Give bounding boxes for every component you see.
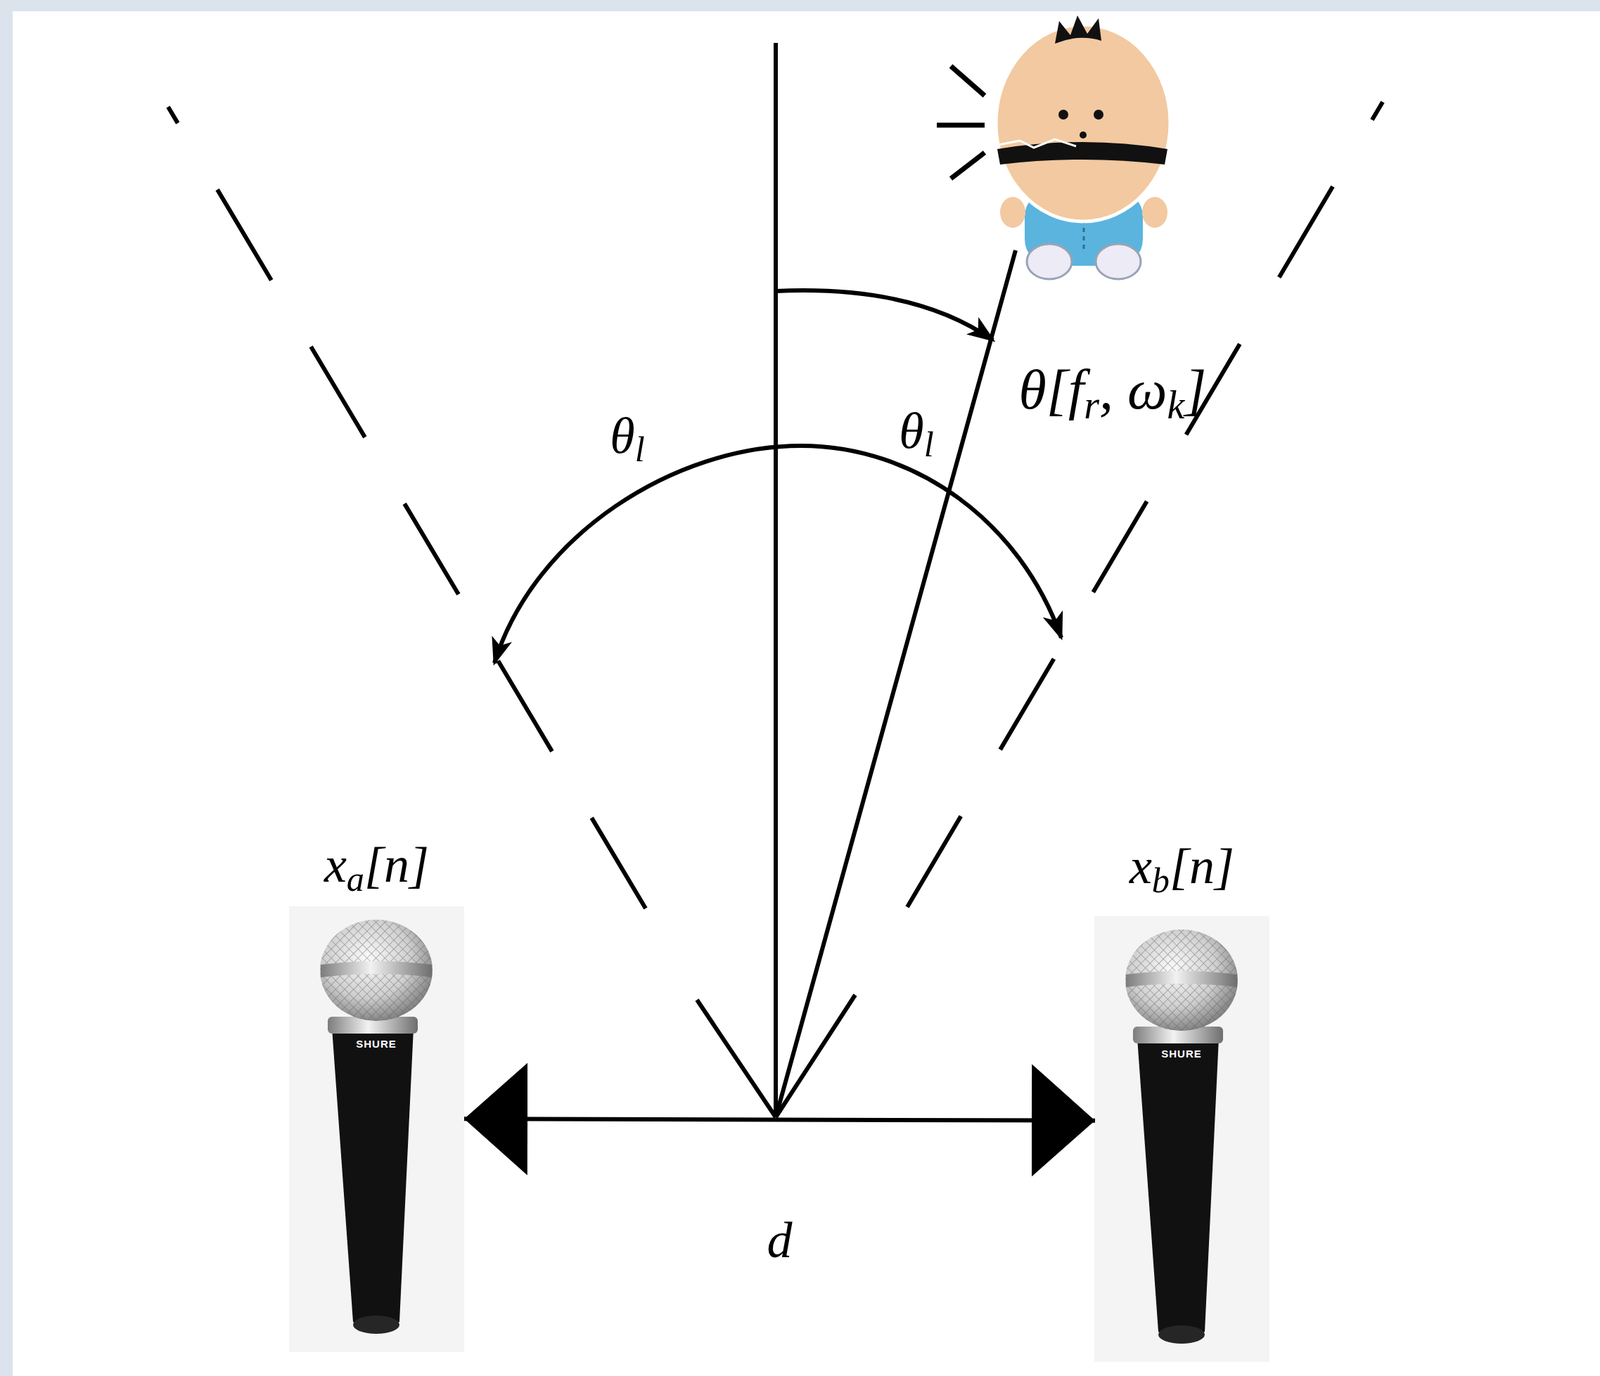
- angle-label: θl: [898, 405, 934, 463]
- brand-logo: SHURE: [1161, 1048, 1202, 1060]
- distance-label: d: [767, 1215, 793, 1266]
- baby-nose: [1079, 131, 1087, 139]
- baby-hand: [1000, 196, 1026, 228]
- source-direction: [775, 250, 1016, 1118]
- beam-limit-dashed: [907, 101, 1383, 908]
- beam-limit-dashed: [168, 106, 646, 909]
- spacing-arrow: [464, 1118, 1096, 1121]
- baby-foot: [1026, 244, 1072, 280]
- microphone: xa[n]: [289, 906, 465, 1353]
- signal-label: xa[n]: [324, 839, 430, 897]
- page-background: [12, 11, 1600, 1376]
- baby-foot: [1095, 244, 1141, 280]
- sound-line: [950, 66, 985, 96]
- broadside-axis: [773, 42, 778, 1118]
- beam-limit-line: [696, 1000, 776, 1118]
- sound-line: [936, 123, 985, 128]
- angle-label: θl: [609, 410, 645, 468]
- brand-logo: SHURE: [355, 1038, 397, 1050]
- sound-line: [950, 152, 985, 179]
- microphone-image: [1094, 916, 1270, 1363]
- signal-label: xb[n]: [1129, 841, 1235, 899]
- egg-crack: [998, 139, 1077, 148]
- beam-width-arc: [494, 445, 1062, 664]
- baby-mouth: [997, 142, 1168, 165]
- baby-eye: [1093, 109, 1104, 120]
- baby-hand: [1142, 196, 1168, 228]
- angle-arc: [775, 290, 994, 341]
- microphone-image: [289, 906, 465, 1353]
- microphone: xb[n]: [1095, 916, 1269, 1347]
- baby-head: [995, 24, 1171, 222]
- baby-hair: [1054, 15, 1102, 44]
- doa-angle-label: θ[fr, ωk]: [1019, 361, 1207, 425]
- baby-eye: [1058, 109, 1069, 120]
- beam-limit-line: [775, 995, 856, 1118]
- speaker-figure: [936, 15, 1171, 280]
